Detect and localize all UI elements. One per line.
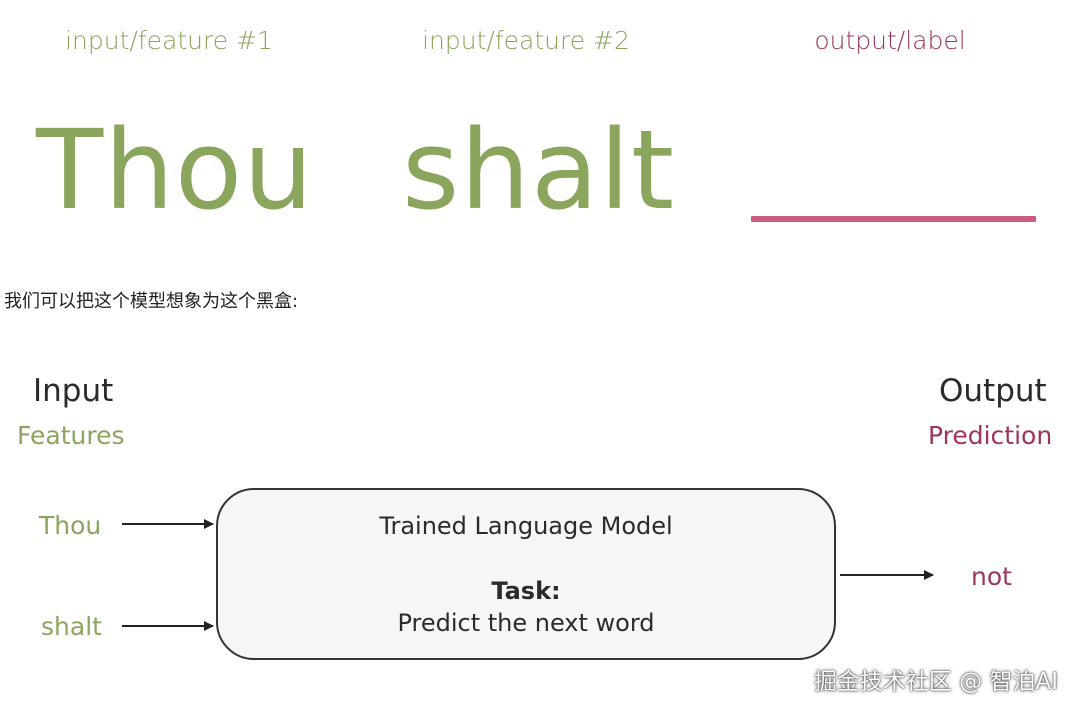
task-description: Predict the next word — [397, 609, 655, 637]
input-heading: Input — [33, 373, 114, 409]
output-heading: Output — [939, 373, 1047, 409]
watermark-text: 掘金技术社区 @ 智泊AI — [813, 669, 1058, 695]
output-label: output/label — [814, 26, 966, 55]
language-model-box — [216, 488, 836, 660]
blank-output-line — [751, 216, 1036, 222]
feature-2-label: input/feature #2 — [422, 26, 630, 55]
caption-text: 我们可以把这个模型想象为这个黑盒: — [4, 291, 299, 312]
output-subheading: Prediction — [928, 421, 1053, 450]
feature-word-thou: Thou — [39, 511, 102, 540]
prediction-word: not — [971, 562, 1012, 591]
feature-word-shalt: shalt — [41, 612, 102, 641]
feature-1-label: input/feature #1 — [65, 26, 273, 55]
big-word-shalt: shalt — [402, 106, 676, 234]
model-title: Trained Language Model — [379, 512, 673, 540]
big-word-thou: Thou — [36, 106, 314, 234]
task-label: Task: — [491, 577, 561, 605]
input-subheading: Features — [17, 421, 125, 450]
